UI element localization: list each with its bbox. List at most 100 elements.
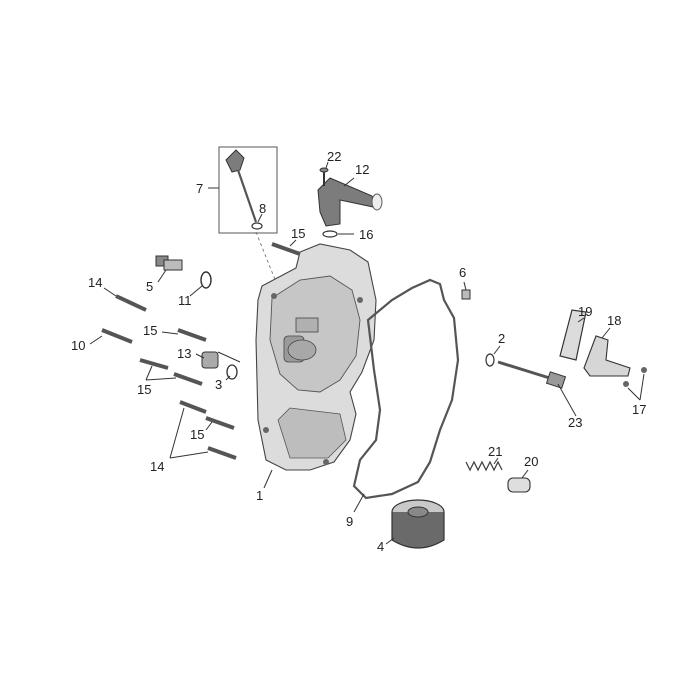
dowel-6 xyxy=(461,289,471,300)
callout-21: 21 xyxy=(488,444,502,459)
callout-labels: 7 8 22 12 16 15 14 5 11 10 15 13 3 15 15… xyxy=(71,149,646,554)
callout-14-upper: 14 xyxy=(88,275,102,290)
leader-lines xyxy=(89,161,645,545)
callout-20: 20 xyxy=(524,454,538,469)
bracket-18 xyxy=(583,335,631,377)
shaft-head xyxy=(545,371,567,389)
bolt-14-lower xyxy=(207,446,237,460)
leader-22 xyxy=(325,161,329,169)
leader-4 xyxy=(385,537,395,545)
bolt-15-c1 xyxy=(139,358,169,370)
leader-15a xyxy=(289,239,297,247)
washer-11 xyxy=(200,271,212,289)
oil-pipe-elbow xyxy=(317,177,379,227)
spring-21 xyxy=(465,460,503,472)
leader-13 xyxy=(195,353,205,359)
leader-8 xyxy=(257,213,263,223)
leader-15b xyxy=(161,331,179,335)
o-ring-3 xyxy=(226,364,238,380)
callout-1: 1 xyxy=(256,488,263,503)
leader-13-ext xyxy=(217,351,241,363)
cover-bolt-hole xyxy=(357,297,363,303)
bolt-15-d1 xyxy=(179,400,207,414)
shaft-23 xyxy=(497,360,557,382)
leader-3 xyxy=(225,375,231,381)
bolt-15-c2 xyxy=(173,372,203,386)
oil-filter xyxy=(391,499,445,549)
leader-12 xyxy=(343,177,355,187)
leader-14a xyxy=(103,287,117,297)
sensor-assembly xyxy=(155,255,212,289)
leader-14b-2 xyxy=(169,451,209,459)
leader-17a xyxy=(627,387,641,401)
callout-12: 12 xyxy=(355,162,369,177)
dipstick-o-ring xyxy=(251,222,263,230)
cover-inner-face xyxy=(269,275,361,393)
sensor-body xyxy=(163,259,183,271)
callout-10: 10 xyxy=(71,338,85,353)
leader-1 xyxy=(263,469,273,489)
dipstick-assembly xyxy=(218,146,278,283)
leader-11 xyxy=(189,285,203,297)
callout-19: 19 xyxy=(578,304,592,319)
dipstick-box xyxy=(218,146,278,234)
leader-15c-2 xyxy=(145,377,177,381)
callout-5: 5 xyxy=(146,279,153,294)
seal-19 xyxy=(559,309,587,361)
callout-15-low: 15 xyxy=(190,427,204,442)
callout-15-left: 15 xyxy=(137,382,151,397)
cover-port xyxy=(287,339,317,361)
dipstick-cap xyxy=(225,149,245,173)
o-ring-16 xyxy=(322,230,338,238)
callout-6: 6 xyxy=(459,265,466,280)
leader-23 xyxy=(557,383,577,417)
leader-15c-1 xyxy=(145,365,153,381)
bolt-15-b xyxy=(177,328,207,342)
leader-10 xyxy=(89,335,103,345)
shaft-assembly xyxy=(485,353,567,389)
callout-16: 16 xyxy=(359,227,373,242)
oil-pipe-assembly xyxy=(317,167,383,238)
callout-7: 7 xyxy=(196,181,203,196)
callout-22: 22 xyxy=(327,149,341,164)
plug-assembly xyxy=(201,351,238,380)
callout-3: 3 xyxy=(215,377,222,392)
leader-14b-1 xyxy=(169,407,185,459)
bolt-15-d2 xyxy=(205,416,235,430)
pipe-screw-head xyxy=(319,167,329,173)
leader-17b xyxy=(639,373,645,401)
plug-13 xyxy=(201,351,219,369)
leader-6 xyxy=(463,281,467,291)
callout-9: 9 xyxy=(346,514,353,529)
leader-18 xyxy=(601,327,611,339)
screw-17a xyxy=(623,381,629,387)
cover-lower-pocket xyxy=(277,407,347,459)
leader-21 xyxy=(493,457,499,465)
callout-2: 2 xyxy=(498,331,505,346)
callout-18: 18 xyxy=(607,313,621,328)
cover-rib xyxy=(295,317,319,333)
cover-bolt-hole xyxy=(263,427,269,433)
screw-17b xyxy=(641,367,647,373)
dipstick-alignment-line xyxy=(255,231,277,283)
callout-17: 17 xyxy=(632,402,646,417)
cover-bolt-hole xyxy=(271,293,277,299)
callout-4: 4 xyxy=(377,539,384,554)
leader-2 xyxy=(493,345,501,355)
oil-filter-thread xyxy=(407,506,429,518)
callout-23: 23 xyxy=(568,415,582,430)
bracket-assembly xyxy=(559,309,647,387)
callout-8: 8 xyxy=(259,201,266,216)
bolt-15-a xyxy=(271,242,301,256)
crankcase-cover xyxy=(255,243,377,471)
cover-bolt-hole xyxy=(323,459,329,465)
leader-15d xyxy=(205,421,213,431)
bolt-14-upper xyxy=(115,294,147,312)
washer-2 xyxy=(485,353,495,367)
leader-9 xyxy=(353,493,365,513)
gasket xyxy=(352,278,460,500)
callout-14-lower: 14 xyxy=(150,459,164,474)
leader-5 xyxy=(157,269,167,283)
